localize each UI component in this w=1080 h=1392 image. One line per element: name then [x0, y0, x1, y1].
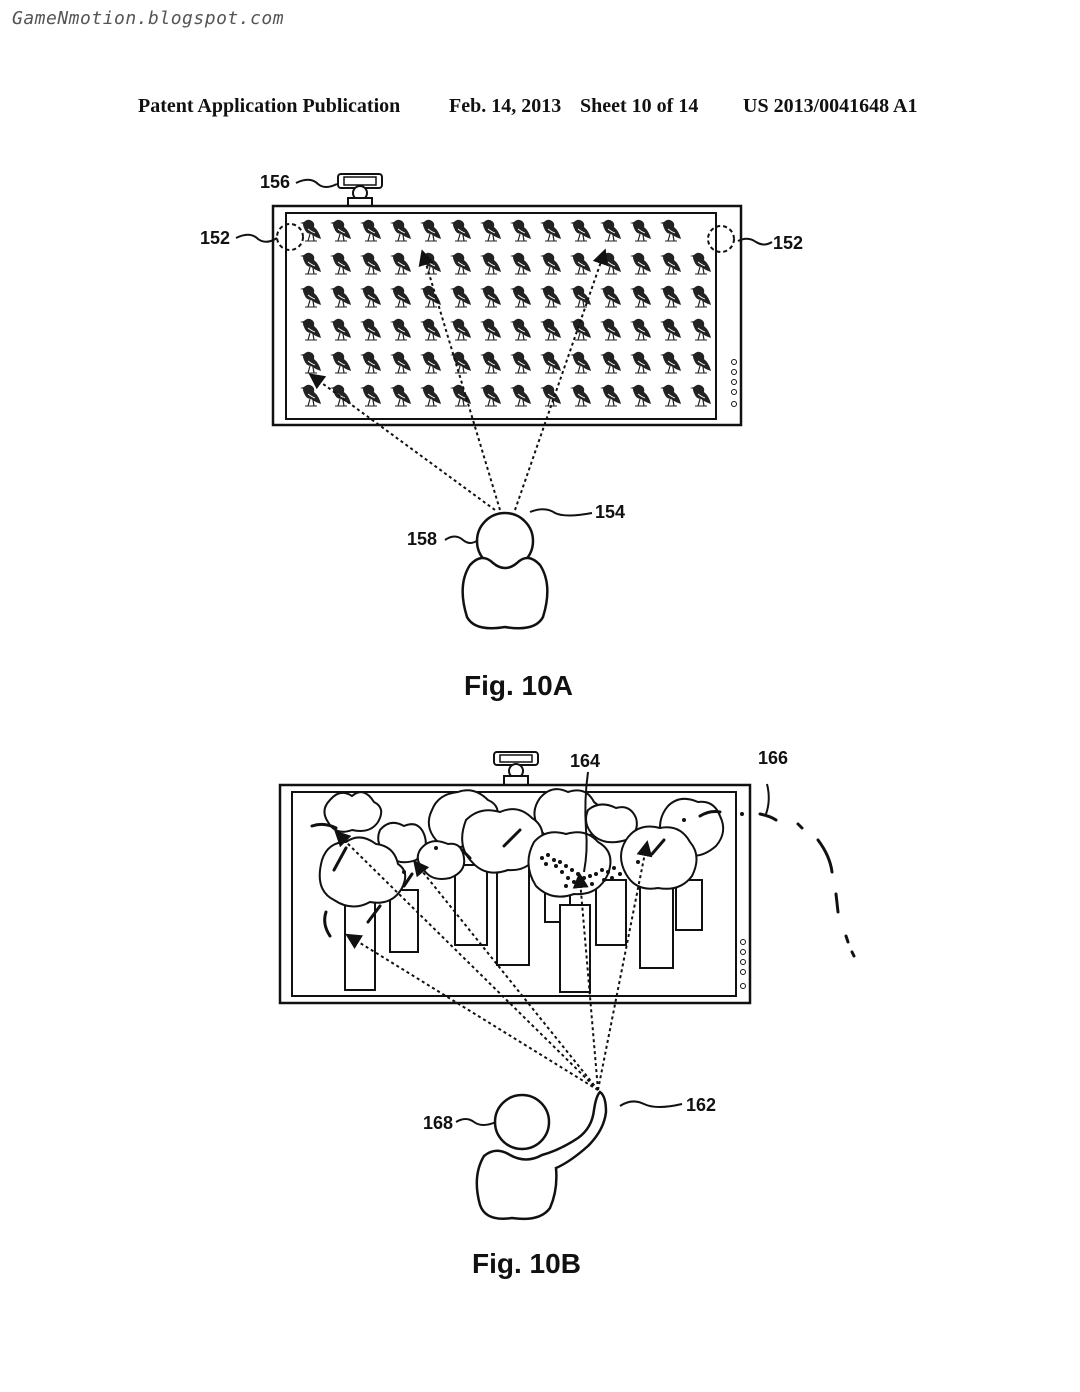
sheet-number: Sheet 10 of 14	[580, 95, 699, 117]
publication-title: Patent Application Publication	[138, 95, 401, 117]
label-164: 164	[570, 751, 601, 771]
watermark: GameNmotion.blogspot.com	[12, 8, 285, 29]
label-156: 156	[260, 172, 291, 192]
label-166: 166	[758, 748, 789, 768]
label-154: 154	[595, 502, 626, 522]
gaze-lines	[308, 248, 608, 511]
label-162: 162	[686, 1095, 717, 1115]
label-152-right: 152	[773, 233, 804, 253]
figure-caption-10a: Fig. 10A	[464, 670, 573, 701]
figure-caption-10b: Fig. 10B	[472, 1248, 581, 1279]
patent-number: US 2013/0041648 A1	[743, 95, 918, 117]
camera-icon	[337, 173, 383, 208]
user-icon	[461, 511, 549, 630]
label-168: 168	[423, 1113, 454, 1133]
label-158: 158	[407, 529, 438, 549]
label-152-left: 152	[200, 228, 231, 248]
publication-date: Feb. 14, 2013	[449, 95, 562, 117]
